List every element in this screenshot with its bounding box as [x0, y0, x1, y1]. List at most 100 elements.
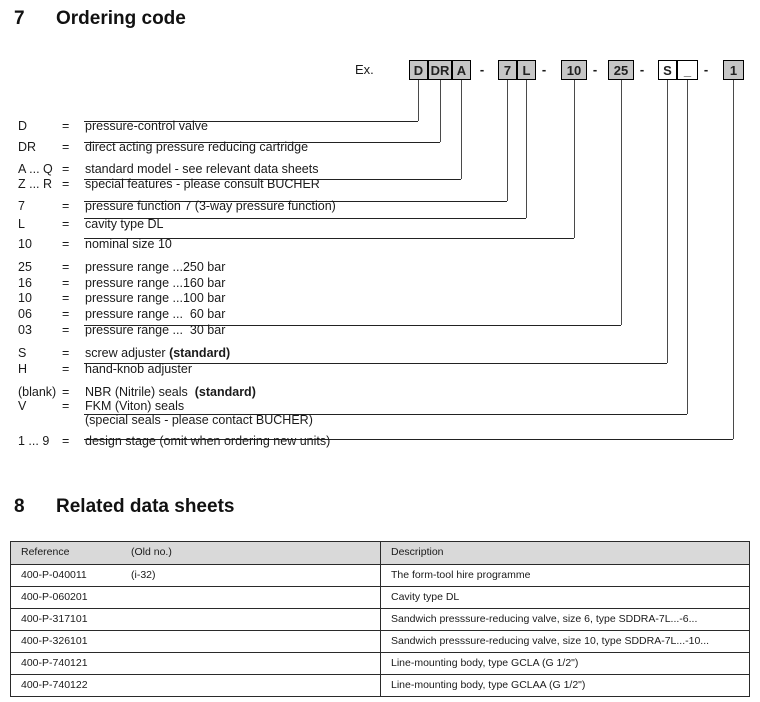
code-box-1: 1 [723, 60, 744, 80]
code-description: standard model - see relevant data sheet… [85, 162, 319, 176]
connector-line-10 [574, 80, 575, 238]
table-row: 400-P-060201 Cavity type DL [11, 586, 749, 608]
code-dash-4: - [639, 62, 645, 77]
code-value: 03 [18, 323, 32, 337]
old-no-cell [131, 653, 380, 674]
code-row-zr: Z ... R=special features - please consul… [18, 163, 458, 191]
underline-19 [84, 439, 733, 440]
code-box-d: D [409, 60, 428, 80]
code-description: design stage (omit when ordering new uni… [85, 434, 331, 448]
code-description-text: screw adjuster [85, 346, 170, 360]
underline-7 [84, 201, 507, 202]
code-dash-3: - [592, 62, 598, 77]
equals-sign: = [62, 119, 70, 133]
table-row: 400-P-326101 Sandwich presssure-reducing… [11, 630, 749, 652]
connector-line-dr [440, 80, 441, 142]
connector-line-25 [621, 80, 622, 325]
table-row: 400-P-040011 (i-32) The form-tool hire p… [11, 564, 749, 586]
underline-d [84, 121, 418, 122]
code-description: (special seals - please contact BUCHER) [85, 413, 313, 427]
connector-line-d [418, 80, 419, 121]
code-value: H [18, 362, 28, 376]
description-cell: Sandwich presssure-reducing valve, size … [380, 631, 749, 652]
code-row-16: 16=pressure range ...160 bar [18, 262, 458, 290]
code-row-aq: A ... Q=standard model - see relevant da… [18, 148, 458, 176]
section-8-number: 8 [14, 496, 25, 517]
equals-sign: = [62, 276, 70, 290]
equals-sign: = [62, 217, 70, 231]
connector-line-l [526, 80, 527, 218]
code-value: 25 [18, 260, 32, 274]
code-dash-2: - [541, 62, 547, 77]
code-value: S [18, 346, 27, 360]
underline-03 [84, 325, 621, 326]
code-row-blank: (blank)=NBR (Nitrile) seals (standard) [18, 371, 458, 399]
old-no-cell [131, 675, 380, 696]
section-7-heading: 7 Ordering code [0, 8, 186, 96]
old-no-cell [131, 631, 380, 652]
code-value: L [18, 217, 25, 231]
description-cell: Line-mounting body, type GCLAA (G 1/2") [380, 675, 749, 696]
code-description: cavity type DL [85, 217, 164, 231]
column-header-description: Description [380, 542, 749, 564]
code-value: (blank) [18, 385, 57, 399]
code-description-bold: (standard) [191, 385, 256, 399]
underline-dr [84, 142, 440, 143]
table-row: 400-P-740122 Line-mounting body, type GC… [11, 674, 749, 696]
code-value: 10 [18, 237, 32, 251]
description-cell: Line-mounting body, type GCLA (G 1/2") [380, 653, 749, 674]
description-cell: Sandwich presssure-reducing valve, size … [380, 609, 749, 630]
column-header-old-no: (Old no.) [131, 546, 172, 558]
reference-cell: 400-P-740122 [21, 679, 88, 691]
equals-sign: = [62, 177, 70, 191]
equals-sign: = [62, 399, 70, 413]
code-row-v: V = FKM (Viton) seals [18, 385, 458, 413]
connector-line-7 [507, 80, 508, 201]
code-row-h: H=hand-knob adjuster [18, 348, 458, 376]
section-8-heading: 8 Related data sheets [0, 496, 234, 584]
code-value: DR [18, 140, 37, 154]
equals-sign: = [62, 362, 70, 376]
code-row-03: 03=pressure range ... 30 bar [18, 309, 458, 337]
connector-line-s [667, 80, 668, 363]
column-header-reference: Reference [21, 546, 70, 558]
code-box-s: S [658, 60, 677, 80]
code-dash-1: - [479, 62, 485, 77]
code-row-dr: DR = direct acting pressure reducing cartr… [18, 126, 458, 154]
code-value: A ... Q [18, 162, 53, 176]
reference-cell: 400-P-060201 [21, 591, 88, 603]
equals-sign: = [62, 140, 70, 154]
code-row-10: 10=nominal size 10 [18, 223, 458, 251]
code-row-06: 06=pressure range ... 60 bar [18, 293, 458, 321]
code-row-10b: 10=pressure range ...100 bar [18, 277, 458, 305]
code-row-25: 25=pressure range ...250 bar [18, 246, 458, 274]
old-no-cell [131, 587, 380, 608]
related-data-sheets-table: Reference (Old no.) Description 400-P-04… [10, 541, 750, 697]
code-box-25: 25 [608, 60, 634, 80]
code-description: pressure-control valve [85, 119, 208, 133]
code-box-10: 10 [561, 60, 587, 80]
code-box-dr: DR [428, 60, 452, 80]
table-row: 400-P-740121 Line-mounting body, type GC… [11, 652, 749, 674]
code-value: 7 [18, 199, 25, 213]
code-description: nominal size 10 [85, 237, 172, 251]
code-description: NBR (Nitrile) seals (standard) [85, 385, 256, 399]
connector-line-a [461, 80, 462, 179]
section-8-title: Related data sheets [56, 496, 235, 517]
code-description: pressure function 7 (3-way pressure func… [85, 199, 336, 213]
code-description: FKM (Viton) seals [85, 399, 185, 413]
underline-seals [84, 414, 687, 415]
description-cell: Cavity type DL [380, 587, 749, 608]
section-7-number: 7 [14, 8, 25, 29]
code-value: D [18, 119, 28, 133]
connector-line-1 [733, 80, 734, 439]
code-description-bold: (standard) [169, 346, 231, 360]
code-row-19: 1 ... 9=design stage (omit when ordering… [18, 420, 458, 448]
code-description: pressure range ...100 bar [85, 291, 226, 305]
code-row-d: D = pressure-control valve [18, 105, 458, 133]
code-value: 16 [18, 276, 32, 290]
code-value: Z ... R [18, 177, 53, 191]
code-description: direct acting pressure reducing cartridg… [85, 140, 309, 154]
code-value: V [18, 399, 27, 413]
